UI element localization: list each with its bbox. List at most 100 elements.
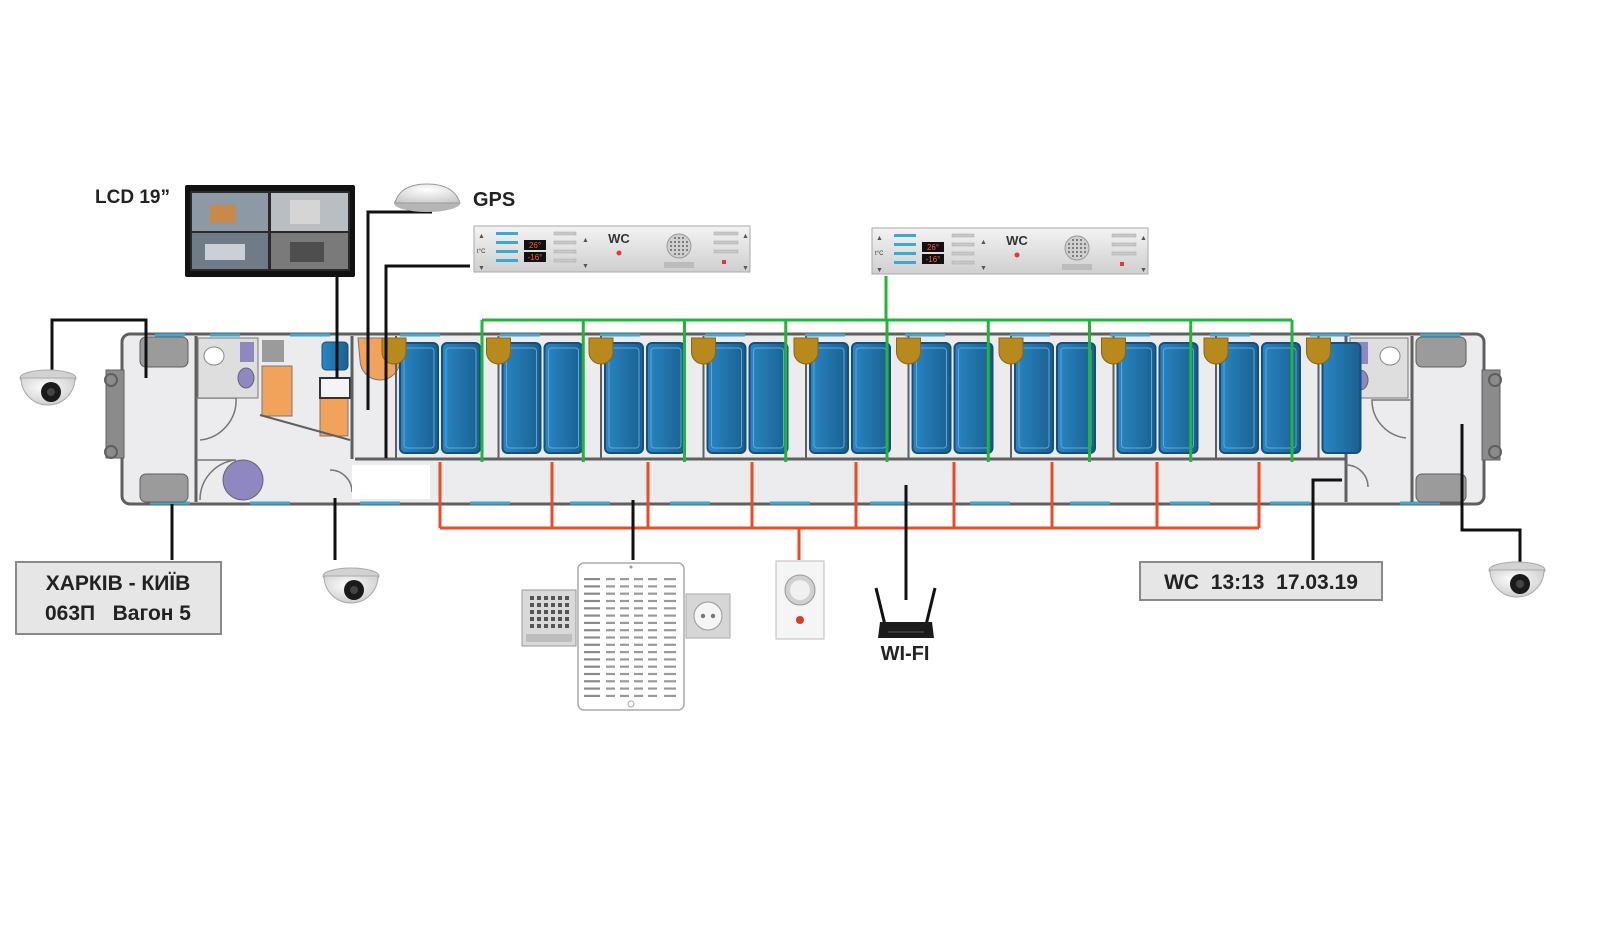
schedule-cell	[584, 629, 600, 632]
schedule-cell	[620, 643, 629, 646]
speaker-hole	[1084, 251, 1086, 253]
temp-top: 26°	[927, 243, 939, 252]
folding-table	[1203, 337, 1229, 365]
volume-control	[775, 560, 825, 640]
speaker-hole	[1072, 247, 1074, 249]
berth-cushion	[1163, 347, 1194, 449]
schedule-cell	[606, 643, 615, 646]
schedule-cell	[584, 621, 600, 624]
speaker-hole	[558, 610, 562, 614]
folding-table	[486, 337, 511, 365]
speaker-hole	[530, 624, 534, 628]
berth	[706, 342, 747, 454]
speaker-hole	[551, 596, 555, 600]
signal-wires	[50, 210, 1522, 600]
schedule-cell	[620, 592, 629, 595]
schedule-cell	[648, 585, 657, 588]
schedule-cell	[584, 658, 600, 661]
compartment	[395, 336, 481, 459]
speaker-hole	[544, 603, 548, 607]
folding-table	[1101, 337, 1126, 365]
camera-lens-inner	[350, 586, 358, 594]
schedule-cell	[584, 643, 600, 646]
arrow-down-icon: ▼	[742, 265, 749, 272]
speaker-hole	[565, 610, 569, 614]
speaker-hole	[1072, 251, 1074, 253]
camera-lens-inner	[47, 388, 55, 396]
berth-cushion	[753, 347, 784, 449]
compartment	[907, 336, 994, 459]
schedule-cell	[634, 687, 643, 690]
speaker-hole	[1080, 247, 1082, 249]
speaker-hole	[686, 245, 688, 247]
speaker-hole	[530, 603, 534, 607]
speaker-hole	[1076, 239, 1078, 241]
speaker-hole	[1080, 251, 1082, 253]
berth-cushion	[916, 347, 947, 449]
level-bar	[496, 250, 518, 253]
schedule-cell	[648, 614, 657, 617]
schedule-cell	[584, 578, 600, 581]
speaker-hole	[670, 245, 672, 247]
speaker-hole	[551, 603, 555, 607]
berth	[1056, 342, 1096, 454]
level-bar	[713, 249, 739, 254]
berth-cushion	[1121, 347, 1152, 449]
compartment	[1215, 336, 1301, 459]
schedule-cell	[664, 694, 676, 697]
folding-table	[793, 337, 819, 365]
route-line-2: 063П Вагон 5	[45, 602, 191, 625]
schedule-cell	[606, 592, 615, 595]
schedule-cell	[634, 658, 643, 661]
speaker-hole	[1076, 251, 1078, 253]
speaker-hole	[565, 624, 569, 628]
schedule-cell	[584, 665, 600, 668]
schedule-cell	[606, 629, 615, 632]
status-led	[722, 260, 726, 264]
speaker-hole	[551, 610, 555, 614]
schedule-cell	[664, 672, 676, 676]
speaker-hole	[537, 603, 541, 607]
route-line-1: ХАРКІВ - КИЇВ	[46, 572, 191, 595]
speaker-hole	[1068, 247, 1070, 249]
speaker-hole	[682, 249, 684, 251]
wifi-label: WI-FI	[881, 643, 930, 665]
speaker-hole	[1080, 255, 1082, 257]
cctv-cameras	[19, 369, 1546, 604]
berth	[441, 342, 481, 454]
schedule-cell	[664, 651, 676, 654]
lcd-monitor: LCD 19”	[95, 185, 355, 277]
level-bar	[1111, 233, 1137, 238]
speaker-hole	[678, 245, 680, 247]
schedule-cell	[584, 592, 600, 595]
schedule-cell	[634, 665, 643, 668]
schedule-cell	[620, 672, 629, 676]
display-top	[922, 242, 944, 252]
speaker-hole	[544, 610, 548, 614]
display-bottom	[524, 252, 546, 262]
speaker-hole	[678, 249, 680, 251]
schedule-cell	[634, 578, 643, 581]
speaker-hole	[674, 241, 676, 243]
speaker-hole	[670, 241, 672, 243]
schedule-cell	[648, 643, 657, 646]
schedule-cell	[584, 636, 600, 639]
panel-frame	[871, 227, 1149, 275]
berth-cushion	[813, 347, 845, 449]
temp-top: 26°	[529, 241, 541, 250]
schedule-cell	[634, 592, 643, 595]
speaker-hole	[530, 610, 534, 614]
schedule-cell	[634, 694, 643, 697]
temp-bottom: -16°	[528, 253, 543, 262]
schedule-cell	[664, 687, 676, 690]
level-bar	[496, 241, 518, 244]
folding-table	[1306, 337, 1331, 365]
berth	[1158, 342, 1199, 454]
speaker-hole	[558, 596, 562, 600]
speaker-hole	[1076, 243, 1078, 245]
berth-cushion	[1223, 347, 1255, 449]
level-bar	[951, 233, 975, 238]
power-bus	[438, 462, 1261, 560]
